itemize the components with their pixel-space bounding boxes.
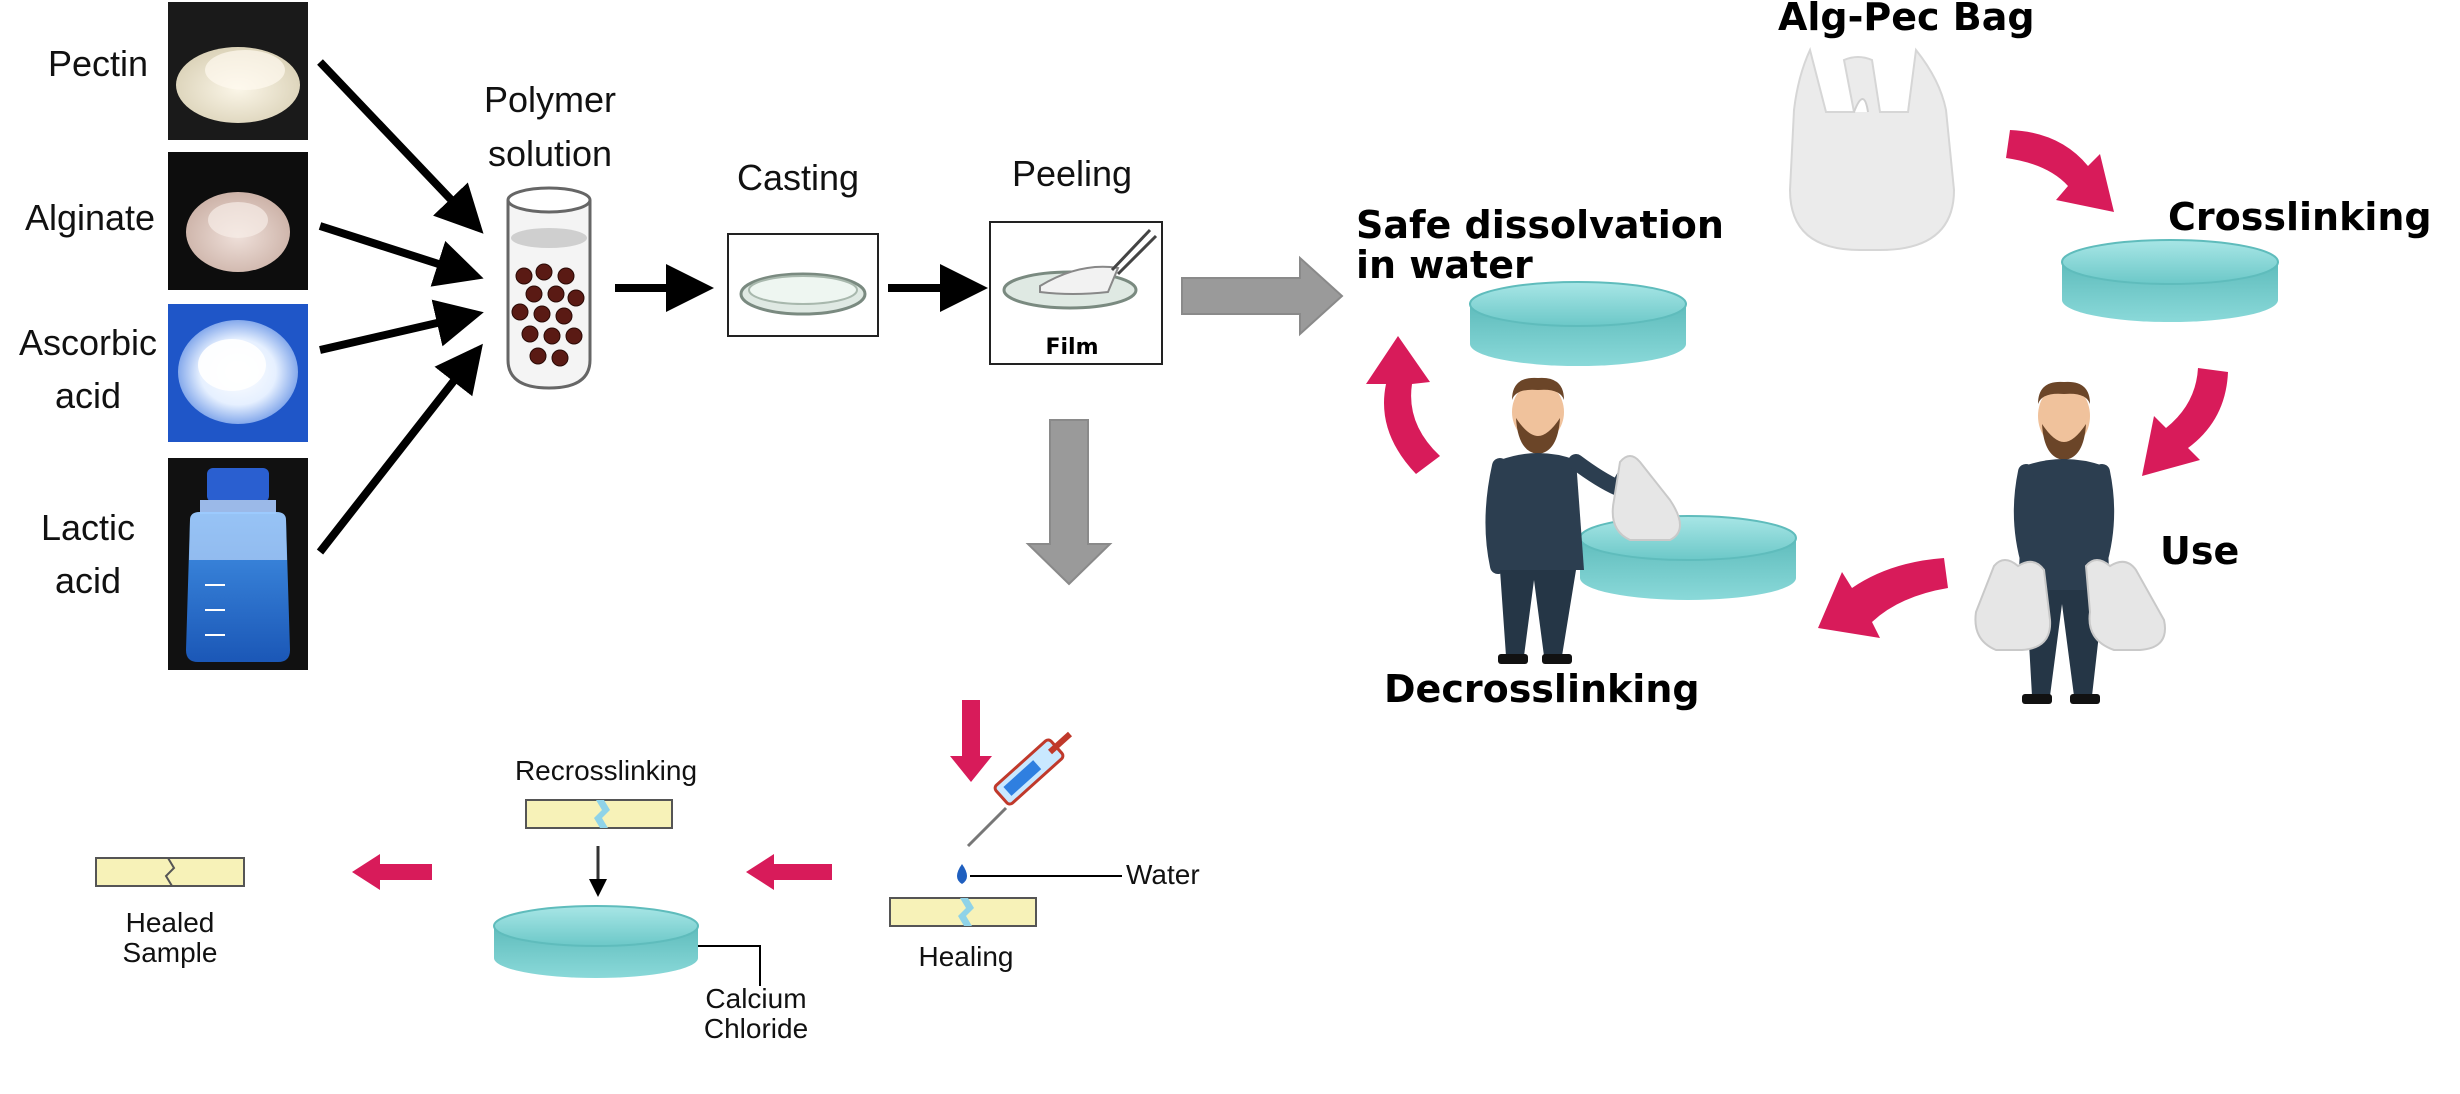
- water-drop-icon: [957, 864, 1122, 884]
- casting-dish: [727, 233, 879, 337]
- healing-strip: [889, 897, 1037, 927]
- pectin-photo: [168, 2, 308, 140]
- use-label: Use: [2160, 529, 2239, 573]
- safe-dissolvation-label-line2: in water: [1356, 243, 1533, 287]
- polymer-solution-tube: [506, 186, 592, 390]
- polymer-solution-label-line2: solution: [488, 133, 612, 174]
- ascorbic-acid-label-line1: Ascorbic: [19, 322, 157, 363]
- pectin-label: Pectin: [48, 43, 148, 84]
- lactic-acid-photo: [168, 458, 308, 670]
- alg-pec-bag: [1788, 47, 1956, 251]
- water-label: Water: [1126, 859, 1200, 890]
- syringe-icon: [966, 731, 1073, 848]
- red-left-arrow-2: [352, 854, 432, 890]
- healed-sample-strip: [95, 857, 245, 887]
- grey-arrow-down: [1025, 419, 1113, 586]
- dish-decrosslinking: [1579, 515, 1797, 600]
- healed-sample-label-line1: Healed: [126, 907, 215, 938]
- recrosslinking-label: Recrosslinking: [515, 755, 697, 786]
- peeling-label: Peeling: [1012, 153, 1132, 194]
- peeling-dish: [989, 221, 1163, 365]
- calcium-chloride-leader: [698, 945, 761, 986]
- dish-calcium-chloride: [493, 905, 699, 978]
- safe-dissolvation-label-line1: Safe dissolvation: [1356, 203, 1724, 247]
- healed-sample-label-line2: Sample: [123, 937, 218, 968]
- healing-label: Healing: [919, 941, 1014, 972]
- man-using-bags: [1974, 381, 2166, 704]
- crosslinking-label: Crosslinking: [2168, 195, 2432, 239]
- dish-safe-dissolvation: [1469, 281, 1687, 366]
- polymer-solution-label-line1: Polymer: [484, 79, 616, 120]
- material-arrows: [316, 59, 484, 555]
- red-cycle-arrows: [1366, 130, 2228, 638]
- alg-pec-bag-label: Alg-Pec Bag: [1778, 0, 2035, 39]
- ascorbic-acid-photo: [168, 304, 308, 442]
- casting-label: Casting: [737, 157, 859, 198]
- red-left-arrow-1: [746, 854, 832, 890]
- grey-arrow-right: [1181, 255, 1344, 337]
- lactic-acid-label-line1: Lactic: [41, 507, 135, 548]
- alginate-label: Alginate: [25, 197, 155, 238]
- calcium-chloride-label-line2: Chloride: [704, 1013, 808, 1044]
- calcium-chloride-label-line1: Calcium: [705, 983, 806, 1014]
- man-holding-bag: [1485, 377, 1681, 664]
- ascorbic-acid-label-line2: acid: [55, 375, 121, 416]
- red-down-arrow: [950, 700, 992, 782]
- alginate-photo: [168, 152, 308, 290]
- film-label: Film: [1045, 335, 1098, 360]
- recrosslinking-strip: [525, 799, 673, 829]
- lactic-acid-label-line2: acid: [55, 560, 121, 601]
- dish-crosslinking: [2061, 239, 2279, 322]
- decrosslinking-label: Decrosslinking: [1384, 667, 1700, 711]
